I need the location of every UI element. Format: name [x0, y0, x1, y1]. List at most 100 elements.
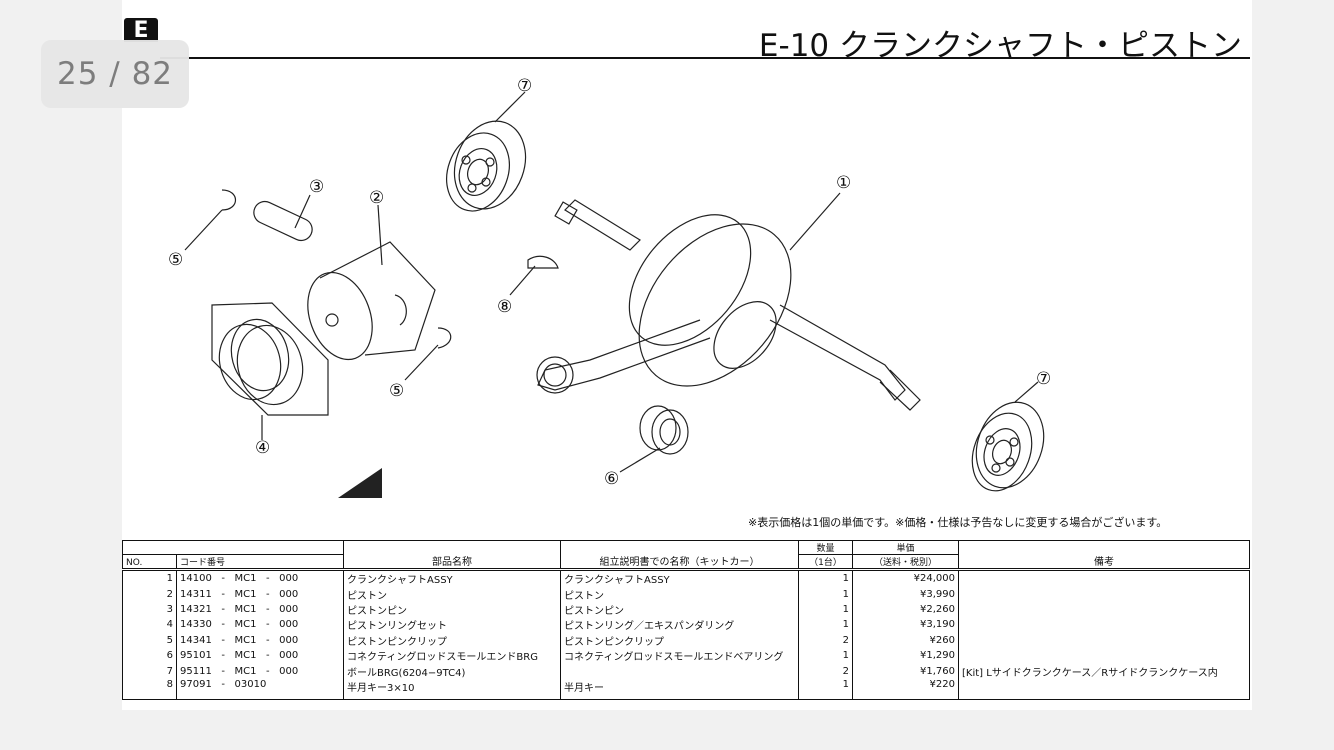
code-part2: MC1: [234, 619, 257, 631]
cell-kit-name: ピストンリング／エキスパンダリング: [560, 617, 799, 633]
code-part1: 95101: [180, 650, 212, 662]
code-part2: MC1: [234, 573, 257, 585]
cell-remarks: [958, 586, 1250, 602]
cell-remarks: [958, 647, 1250, 664]
cell-remarks: [958, 678, 1250, 700]
cell-remarks: [958, 632, 1250, 648]
cell-qty: 1: [798, 569, 853, 587]
cell-kit-name: [560, 663, 799, 679]
cell-name: ピストンリングセット: [343, 617, 561, 633]
col-header-price: 単価: [852, 540, 959, 555]
code-part2: MC1: [234, 665, 257, 677]
title-divider: [160, 57, 1250, 59]
half-moon-key-drawing: [527, 255, 559, 269]
code-part1: 14330: [180, 619, 212, 631]
callout-1: ①: [836, 173, 852, 193]
ball-bearing-bottom-sketch: [971, 381, 1045, 492]
cell-qty: 1: [798, 647, 853, 664]
cell-kit-name: 半月キー: [560, 678, 799, 700]
cell-name: クランクシャフトASSY: [343, 569, 561, 587]
cell-remarks: [958, 601, 1250, 618]
cell-price: ¥260: [852, 632, 959, 648]
cell-kit-name: ピストンピンクリップ: [560, 632, 799, 648]
col-header-name: 部品名称: [343, 540, 561, 571]
cell-qty: 2: [798, 663, 853, 679]
callout-5-left: ⑤: [168, 250, 184, 270]
callout-7-bottom: ⑦: [1036, 369, 1052, 389]
cell-name: ピストンピンクリップ: [343, 632, 561, 648]
cell-code: 95111 - MC1 - 000: [176, 663, 344, 679]
cell-qty: 1: [798, 678, 853, 700]
code-part3: 000: [279, 603, 299, 615]
col-header-remarks: 備考: [958, 540, 1250, 571]
cell-name: ピストンピン: [343, 601, 561, 618]
cell-no: 8: [122, 678, 177, 700]
needle-bearing-drawing: [639, 405, 689, 455]
code-part3: 000: [279, 588, 299, 600]
piston-pin-clip-left-drawing: [221, 189, 237, 211]
cell-remarks: [Kit] Lサイドクランクケース／Rサイドクランクケース内: [958, 663, 1250, 679]
code-part1: 14341: [180, 634, 212, 646]
code-part2: MC1: [234, 650, 257, 662]
code-part3: 000: [279, 650, 299, 662]
col-header-qty-sub: （1台）: [798, 554, 853, 571]
code-part1: 14321: [180, 603, 212, 615]
cell-name: ボールBRG(6204−9TC4): [343, 663, 561, 679]
cell-kit-name: ピストン: [560, 586, 799, 602]
code-part1: 14100: [180, 573, 212, 585]
callout-5-right: ⑤: [389, 381, 405, 401]
piston-drawing: [307, 241, 436, 361]
piston-pin-drawing: [253, 200, 313, 242]
cell-qty: 1: [798, 601, 853, 618]
cell-no: 3: [122, 601, 177, 618]
callout-4: ④: [255, 438, 271, 458]
col-header-no: NO.: [122, 554, 177, 571]
col-header-qty: 数量: [798, 540, 853, 555]
piston-pin-clip-right-drawing: [437, 327, 452, 349]
cell-kit-name: コネクティングロッドスモールエンドベアリング: [560, 647, 799, 664]
code-part1: 97091: [180, 678, 212, 690]
cell-code: 14100 - MC1 - 000: [176, 569, 344, 587]
cell-qty: 1: [798, 586, 853, 602]
code-part1: 14311: [180, 588, 212, 600]
code-part2: MC1: [234, 588, 257, 600]
cell-no: 4: [122, 617, 177, 633]
cell-no: 5: [122, 632, 177, 648]
col-header-price-sub: （送料・税別）: [852, 554, 959, 571]
direction-triangle: [338, 468, 382, 498]
code-part2: MC1: [234, 603, 257, 615]
piston-ring-set-drawing: [211, 302, 329, 416]
cell-qty: 2: [798, 632, 853, 648]
cell-price: ¥1,760: [852, 663, 959, 679]
parts-table: 部品名称 組立説明書での名称（キットカー） 数量 単価 備考 NO. コード番号…: [122, 540, 1250, 700]
cell-price: ¥3,190: [852, 617, 959, 633]
col-header-kit-name: 組立説明書での名称（キットカー）: [560, 540, 799, 571]
code-part3: 000: [279, 573, 299, 585]
cell-code: 95101 - MC1 - 000: [176, 647, 344, 664]
cell-code: 14330 - MC1 - 000: [176, 617, 344, 633]
callout-6: ⑥: [604, 469, 620, 489]
cell-name: 半月キー3×10: [343, 678, 561, 700]
exploded-parts-diagram: [184, 91, 921, 498]
code-part1: 95111: [180, 665, 212, 677]
cell-no: 2: [122, 586, 177, 602]
cell-name: ピストン: [343, 586, 561, 602]
code-part3: 000: [279, 619, 299, 631]
callout-3: ③: [309, 177, 325, 197]
cell-price: ¥2,260: [852, 601, 959, 618]
callout-8: ⑧: [497, 297, 513, 317]
code-part3: 000: [279, 634, 299, 646]
cell-price: ¥220: [852, 678, 959, 700]
cell-price: ¥3,990: [852, 586, 959, 602]
cell-kit-name: ピストンピン: [560, 601, 799, 618]
cell-price: ¥24,000: [852, 569, 959, 587]
code-part3: 000: [279, 665, 299, 677]
callout-2: ②: [369, 188, 385, 208]
col-header-code: コード番号: [176, 554, 344, 571]
